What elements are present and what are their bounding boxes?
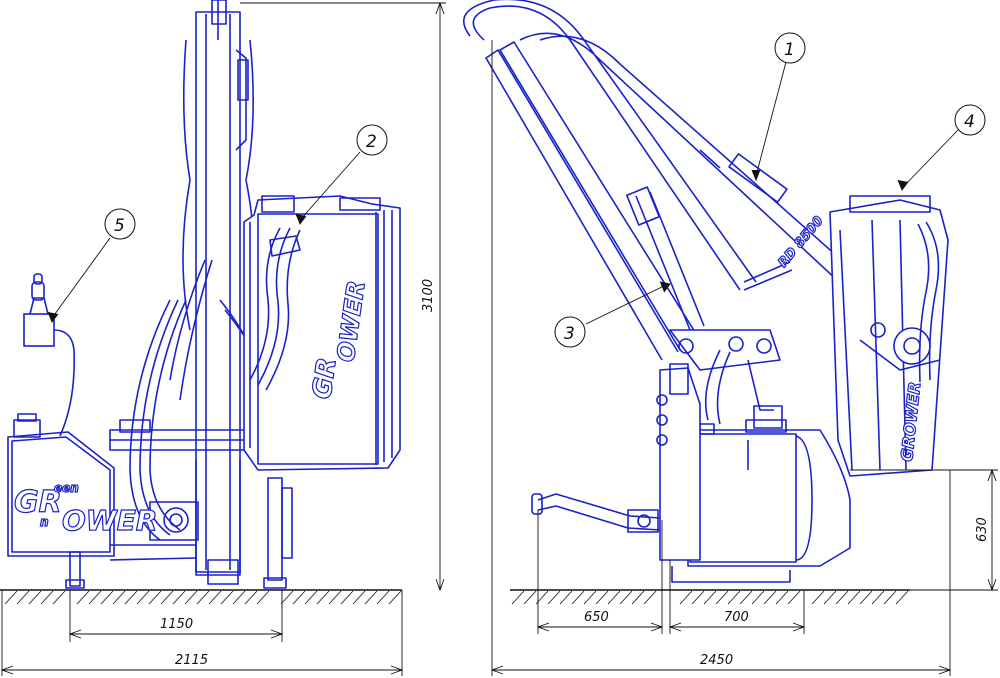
arm-model-label: RD 8500 [776,214,827,271]
callout-3-number: 3 [564,324,575,344]
brand-logo-left: GR OWER een n [13,480,158,537]
dim-total-width-right: 2450 [700,653,733,668]
callout-4-number: 4 [964,112,975,132]
machine-front-view [7,0,401,589]
dim-height-right: 630 [975,517,990,542]
callout-1-number: 1 [784,40,795,60]
callout-5-number: 5 [114,216,125,236]
machine-side-view [462,0,949,583]
callout-leaders [47,61,959,325]
callout-1: 1 [774,32,806,64]
callout-3: 3 [554,316,586,348]
dim-height-left: 3100 [421,279,436,312]
callout-5: 5 [104,208,136,240]
ground-left [0,589,402,605]
brand-small-bottom-left: n [40,515,49,529]
dim-offset-right-b: 700 [724,610,749,625]
joystick-controller [23,273,76,437]
brand-suffix-left: OWER [62,504,157,537]
dim-base-width-left: 1150 [160,617,193,632]
callout-2: 2 [356,124,388,156]
callout-2-number: 2 [366,132,377,152]
ground-right [510,589,910,605]
dim-total-width-left: 2115 [175,653,208,668]
brand-prefix-left: GR [14,485,62,520]
brand-small-top-left: een [54,481,79,495]
brand-prefix-head: GR [307,356,342,401]
callout-4: 4 [954,104,986,136]
dim-offset-right-a: 650 [584,610,609,625]
